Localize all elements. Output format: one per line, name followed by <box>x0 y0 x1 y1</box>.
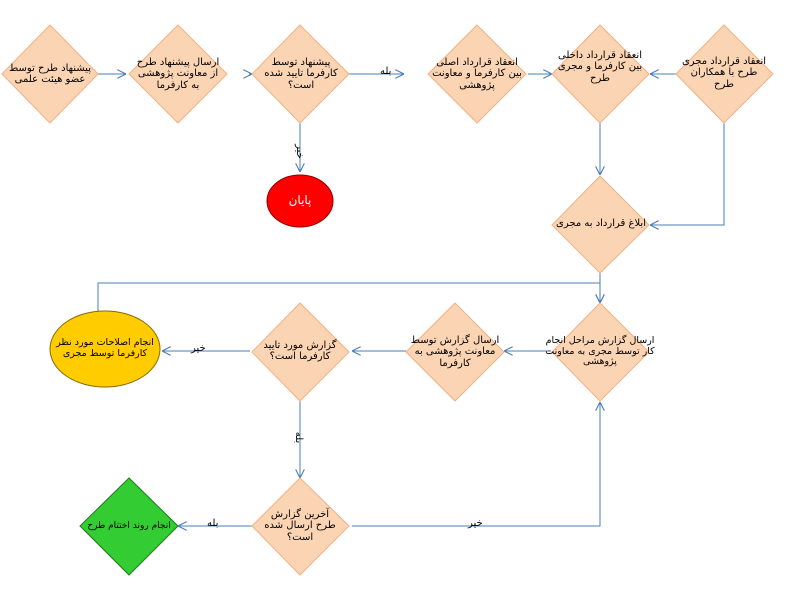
edge-label-no-report: خیر <box>191 343 206 354</box>
node-label-end: پایان <box>288 193 312 208</box>
node-label-collaborators-contract: انعقاد قرارداد مجری طرح با همکاران طرح <box>681 55 767 90</box>
connectors <box>97 74 725 527</box>
edge-label-yes-final: بله <box>207 518 219 529</box>
edge-label-yes-proposal: بله <box>380 66 392 77</box>
edge-label-no-proposal: خیر <box>293 144 305 159</box>
edge-n6-n7 <box>650 123 725 225</box>
node-label-notify-contract: ابلاغ قرارداد به مجری <box>556 218 646 230</box>
node-label-send-report: ارسال گزارش توسط معاونت پژوهشی به کارفرم… <box>410 334 500 369</box>
node-label-apply-revisions: انجام اصلاحات مورد نظر کارفرما توسط مجری <box>56 337 154 359</box>
edge-label-yes-report: بله <box>293 431 305 444</box>
decision-proposal-approved[interactable] <box>251 24 350 124</box>
node-label-closing-process: انجام روند اختتام طرح <box>87 520 171 531</box>
node-label-final-report-sent: آخرین گزارش طرح ارسال شده است؟ <box>264 508 336 543</box>
edge-n12-n8 <box>352 402 600 527</box>
step-progress-report[interactable] <box>551 302 650 402</box>
step-send-proposal-to-employer[interactable] <box>128 24 228 124</box>
step-faculty-proposal[interactable] <box>1 24 99 124</box>
node-label-proposal-approved: پیشنهاد توسط کارفرما تایید شده است؟ <box>264 56 338 91</box>
decision-report-approved[interactable] <box>251 302 350 402</box>
step-notify-contract[interactable] <box>551 175 650 274</box>
terminal-end[interactable] <box>266 174 334 228</box>
node-label-progress-report: ارسال گزارش مراحل انجام کار توسط مجری به… <box>545 334 655 368</box>
step-internal-contract[interactable] <box>551 24 650 124</box>
edge-label-no-final: خیر <box>468 518 483 529</box>
step-closing-process[interactable] <box>79 477 179 576</box>
node-label-send-proposal: ارسال پیشنهاد طرح از معاونت پژوهشی به کا… <box>136 56 220 91</box>
node-label-internal-contract: انعقاد قرارداد داخلی بین کارفرما و مجری … <box>557 49 643 84</box>
decision-final-report-sent[interactable] <box>251 477 350 576</box>
step-main-contract[interactable] <box>427 24 527 124</box>
node-label-faculty-proposal: پیشنهاد طرح توسط عضو هیئت علمی <box>9 62 91 86</box>
node-label-report-approved: گزارش مورد تایید کارفرما است؟ <box>263 339 337 363</box>
step-apply-revisions[interactable] <box>49 310 161 388</box>
step-send-report-to-employer[interactable] <box>405 302 505 402</box>
node-label-main-contract: انعقاد قرارداد اصلی بین کارفرما و معاونت… <box>432 56 522 91</box>
step-collaborators-contract[interactable] <box>675 24 774 124</box>
edge-n11-n8 <box>97 282 600 311</box>
